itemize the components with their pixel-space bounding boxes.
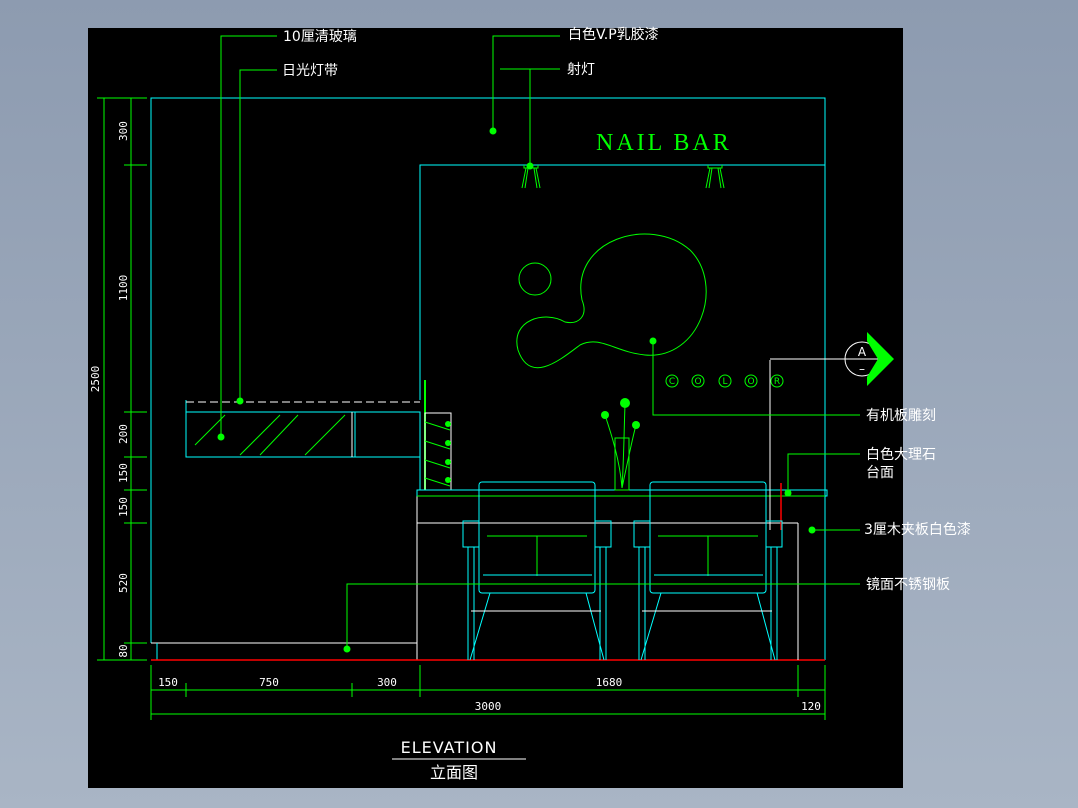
spotlight-icon — [705, 165, 725, 189]
svg-text:C: C — [669, 377, 675, 387]
svg-text:150: 150 — [117, 497, 130, 517]
acrylic-carving — [516, 233, 707, 369]
svg-text:1100: 1100 — [117, 275, 130, 302]
callout-marble-1: 白色大理石 — [866, 446, 936, 463]
callout-spotlight: 射灯 — [567, 62, 595, 78]
display-shelf — [424, 380, 452, 491]
color-letters: C O L O R — [665, 374, 784, 388]
svg-text:120: 120 — [801, 700, 821, 713]
svg-text:O: O — [747, 377, 754, 387]
svg-text:80: 80 — [117, 644, 130, 657]
section-marker: A – — [844, 332, 894, 386]
light-box — [185, 400, 421, 490]
callout-glass: 10厘清玻璃 — [283, 28, 357, 45]
wall-outline — [150, 97, 826, 661]
dim-total-height: 2500 — [89, 366, 102, 393]
svg-text:1680: 1680 — [596, 676, 623, 689]
vase-with-flowers — [601, 398, 640, 491]
callout-steel: 镜面不锈钢板 — [866, 577, 950, 593]
svg-text:300: 300 — [377, 676, 397, 689]
callout-marble-2: 台面 — [866, 465, 894, 481]
svg-text:200: 200 — [117, 424, 130, 444]
callout-plywood: 3厘木夹板白色漆 — [864, 521, 971, 538]
callout-light-strip: 日光灯带 — [282, 63, 338, 79]
svg-text:L: L — [722, 377, 727, 387]
horizontal-dimensions: 150 750 300 1680 3000 120 — [150, 665, 826, 720]
dim-total-width: 3000 — [475, 700, 502, 713]
callout-paint: 白色V.P乳胶漆 — [568, 26, 659, 43]
title-en: ELEVATION — [401, 738, 498, 757]
svg-text:520: 520 — [117, 573, 130, 593]
svg-text:300: 300 — [117, 121, 130, 141]
sign-nail-bar: NAIL BAR — [596, 130, 732, 156]
svg-text:150: 150 — [158, 676, 178, 689]
drawing-sheet — [88, 28, 903, 788]
callout-acrylic: 有机板雕刻 — [866, 408, 936, 424]
svg-text:750: 750 — [259, 676, 279, 689]
svg-text:R: R — [774, 377, 780, 387]
vertical-dimensions: 2500 300 1100 200 150 150 520 80 — [89, 97, 147, 661]
chair — [462, 481, 612, 661]
chair — [633, 481, 783, 661]
callout-leaders — [217, 35, 860, 653]
title-cn: 立面图 — [430, 763, 478, 782]
svg-text:O: O — [694, 377, 701, 387]
section-letter: A — [858, 345, 867, 359]
svg-text:150: 150 — [117, 463, 130, 483]
section-sub: – — [859, 362, 865, 376]
